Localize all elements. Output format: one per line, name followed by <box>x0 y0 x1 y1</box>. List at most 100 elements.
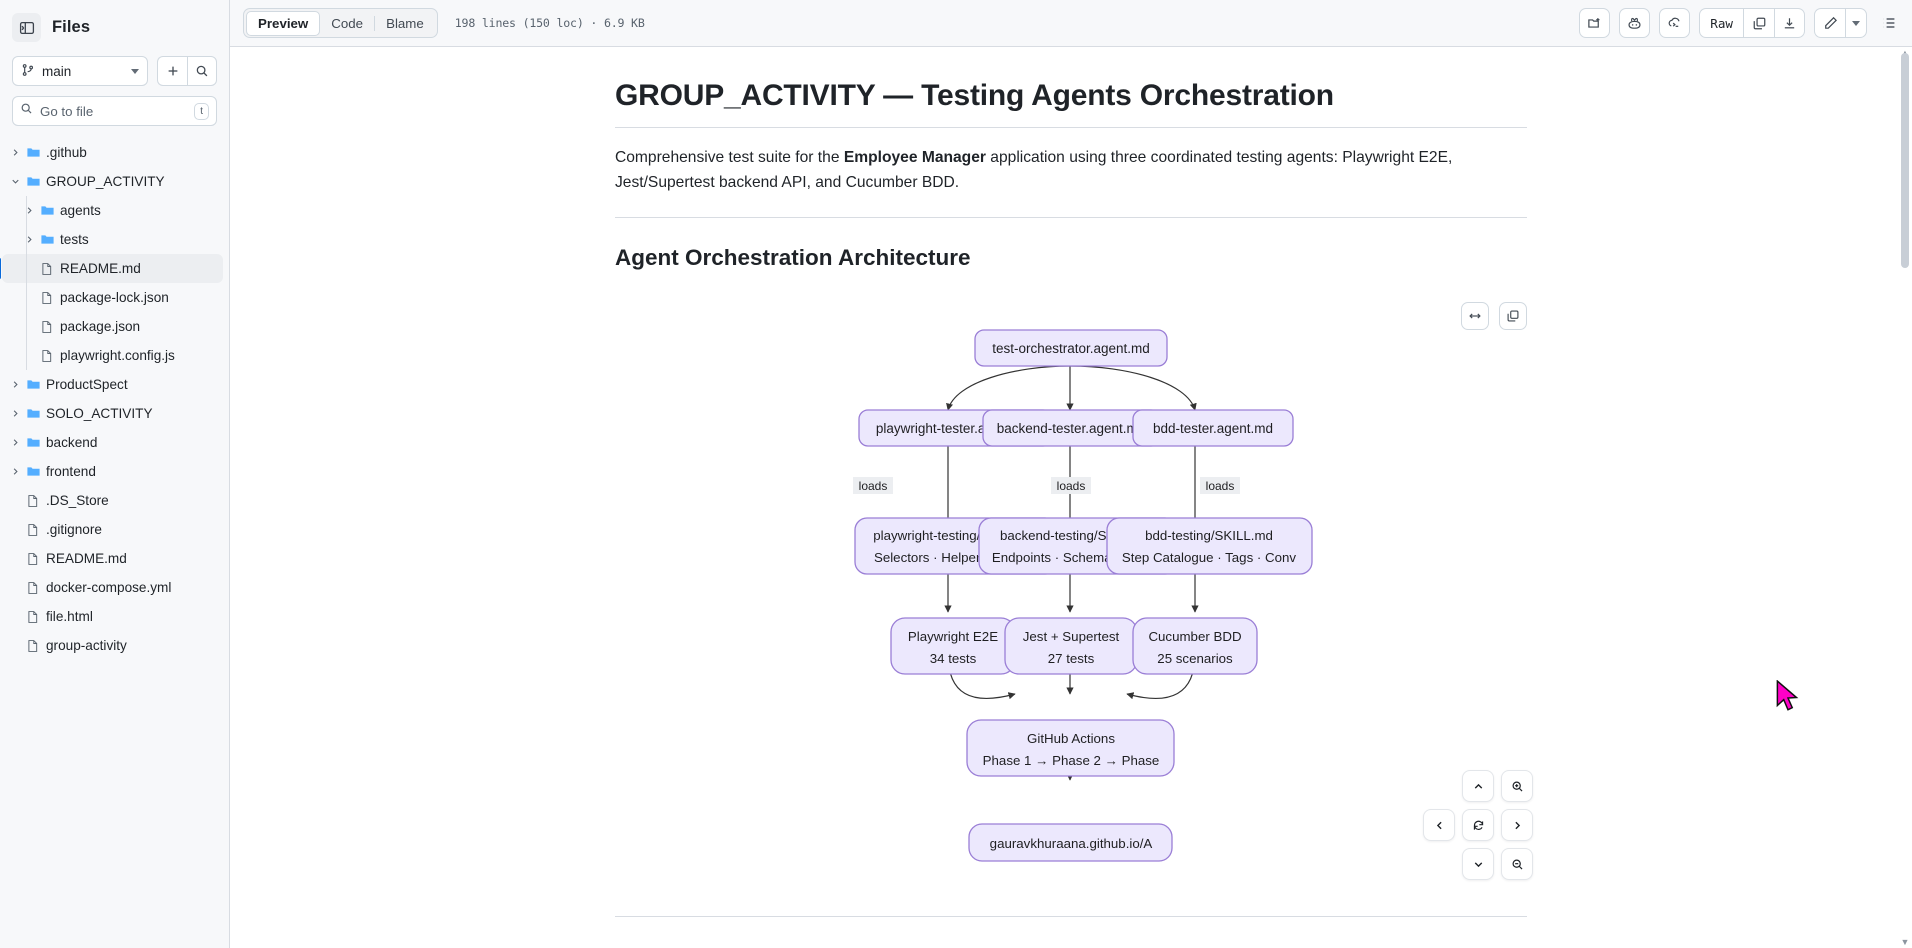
tree-folder-github[interactable]: .github <box>2 138 223 167</box>
node-backend-run[interactable]: Jest + Supertest 27 tests <box>1004 617 1138 675</box>
tree-item-label: SOLO_ACTIVITY <box>46 406 153 421</box>
pan-right-button[interactable] <box>1501 809 1533 842</box>
tab-blame[interactable]: Blame <box>386 15 424 31</box>
svg-text:Phase 1 → Phase 2 → Phase: Phase 1 → Phase 2 → Phase <box>983 753 1160 768</box>
node-playwright-run[interactable]: Playwright E2E 34 tests <box>890 617 1016 675</box>
tree-file-package-lock-json[interactable]: package-lock.json <box>2 283 223 312</box>
tree-item-label: playwright.config.js <box>60 348 175 363</box>
folder-icon <box>22 464 44 479</box>
file-icon <box>22 494 44 508</box>
tree-file-file-html[interactable]: file.html <box>2 602 223 631</box>
go-to-file-shortcut: t <box>194 102 209 120</box>
tree-nesting-guide <box>26 196 27 370</box>
search-files-button[interactable] <box>187 56 217 86</box>
codespaces-icon[interactable] <box>1659 8 1691 38</box>
node-bdd-skill[interactable]: bdd-testing/SKILL.md Step Catalogue · Ta… <box>1106 517 1313 575</box>
fullscreen-width-icon[interactable] <box>1461 302 1489 331</box>
chevron-right-icon[interactable] <box>22 205 36 216</box>
zoom-out-button[interactable] <box>1501 848 1533 881</box>
tree-file-package-json[interactable]: package.json <box>2 312 223 341</box>
go-to-file-input[interactable]: Go to file t <box>12 96 217 126</box>
tab-preview[interactable]: Preview <box>246 10 321 36</box>
diagram-canvas: loads loads loads test-orchestrator.agen… <box>615 302 1527 902</box>
tab-divider <box>374 15 376 31</box>
node-bdd-run[interactable]: Cucumber BDD 25 scenarios <box>1132 617 1258 675</box>
download-icon[interactable] <box>1774 8 1805 38</box>
tree-item-label: ProductSpect <box>46 377 128 392</box>
panel-collapse-icon[interactable] <box>12 13 41 42</box>
page-scrollbar[interactable]: ▲ ▼ <box>1898 47 1912 948</box>
tree-file-playwright-config-js[interactable]: playwright.config.js <box>2 341 223 370</box>
raw-button[interactable]: Raw <box>1699 8 1743 38</box>
tree-folder-tests[interactable]: tests <box>2 225 223 254</box>
chevron-right-icon[interactable] <box>8 408 22 419</box>
pan-down-button[interactable] <box>1462 848 1494 881</box>
tree-folder-frontend[interactable]: frontend <box>2 457 223 486</box>
chevron-right-icon[interactable] <box>8 147 22 158</box>
zoom-in-button[interactable] <box>1501 770 1533 803</box>
search-icon <box>20 102 33 120</box>
readme-document: GROUP_ACTIVITY — Testing Agents Orchestr… <box>615 47 1533 948</box>
chevron-right-icon[interactable] <box>22 234 36 245</box>
tree-file-gitignore[interactable]: .gitignore <box>2 515 223 544</box>
open-in-new-icon[interactable] <box>1579 8 1611 38</box>
tree-folder-productspect[interactable]: ProductSpect <box>2 370 223 399</box>
file-icon <box>22 523 44 537</box>
outline-icon[interactable] <box>1876 10 1902 36</box>
tree-folder-agents[interactable]: agents <box>2 196 223 225</box>
pan-left-button[interactable] <box>1423 809 1455 842</box>
sidebar-header: Files <box>0 0 229 50</box>
tree-item-label: .github <box>46 145 87 160</box>
file-meta: 198 lines (150 loc) · 6.9 KB <box>454 16 645 30</box>
file-explorer-sidebar: Files main <box>0 0 230 948</box>
reset-view-button[interactable] <box>1462 809 1494 842</box>
file-icon <box>36 262 58 276</box>
node-backend-agent[interactable]: backend-tester.agent.md <box>982 409 1161 447</box>
tree-file-docker-compose-yml[interactable]: docker-compose.yml <box>2 573 223 602</box>
tree-item-label: .DS_Store <box>46 493 109 508</box>
svg-text:bdd-testing/SKILL.md: bdd-testing/SKILL.md <box>1145 528 1273 543</box>
edit-dropdown-icon[interactable] <box>1845 8 1867 38</box>
add-file-button[interactable] <box>157 56 187 86</box>
intro-text-pre: Comprehensive test suite for the <box>615 149 844 166</box>
scroll-down-icon[interactable]: ▼ <box>1900 937 1910 947</box>
node-orchestrator[interactable]: test-orchestrator.agent.md <box>974 329 1168 367</box>
tree-folder-group-activity[interactable]: GROUP_ACTIVITY <box>2 167 223 196</box>
tree-folder-solo-activity[interactable]: SOLO_ACTIVITY <box>2 399 223 428</box>
chevron-down-icon[interactable] <box>8 176 22 187</box>
copy-raw-icon[interactable] <box>1743 8 1774 38</box>
chevron-right-icon[interactable] <box>8 437 22 448</box>
pan-up-button[interactable] <box>1462 770 1494 803</box>
tab-code[interactable]: Code <box>331 15 364 31</box>
file-icon <box>22 552 44 566</box>
tree-item-label: README.md <box>46 551 127 566</box>
title-divider <box>615 127 1527 128</box>
tree-file-ds-store[interactable]: .DS_Store <box>2 486 223 515</box>
git-branch-icon <box>21 63 35 80</box>
node-github-actions[interactable]: GitHub Actions Phase 1 → Phase 2 → Phase <box>966 719 1175 777</box>
copilot-icon[interactable] <box>1619 8 1651 38</box>
scrollbar-thumb[interactable] <box>1901 53 1909 268</box>
edit-group <box>1814 8 1867 38</box>
copy-diagram-icon[interactable] <box>1499 302 1527 331</box>
tree-file-group-activity[interactable]: group-activity <box>2 631 223 660</box>
tree-file-readme-md[interactable]: README.md <box>0 254 223 283</box>
svg-text:GitHub Actions: GitHub Actions <box>1027 731 1115 746</box>
chevron-right-icon[interactable] <box>8 466 22 477</box>
branch-name: main <box>42 63 72 79</box>
node-bdd-agent[interactable]: bdd-tester.agent.md <box>1132 409 1294 447</box>
tree-item-label: package-lock.json <box>60 290 169 305</box>
branch-selector[interactable]: main <box>12 56 148 86</box>
tree-folder-backend[interactable]: backend <box>2 428 223 457</box>
chevron-right-icon[interactable] <box>8 379 22 390</box>
node-github-pages[interactable]: gauravkhuraana.github.io/A <box>968 823 1173 862</box>
tree-file-readme-md[interactable]: README.md <box>2 544 223 573</box>
edit-pencil-icon[interactable] <box>1814 8 1845 38</box>
tree-item-label: file.html <box>46 609 93 624</box>
tree-item-label: GROUP_ACTIVITY <box>46 174 165 189</box>
sidebar-title: Files <box>52 18 91 36</box>
svg-text:Jest + Supertest: Jest + Supertest <box>1023 629 1120 644</box>
folder-icon <box>36 232 58 247</box>
